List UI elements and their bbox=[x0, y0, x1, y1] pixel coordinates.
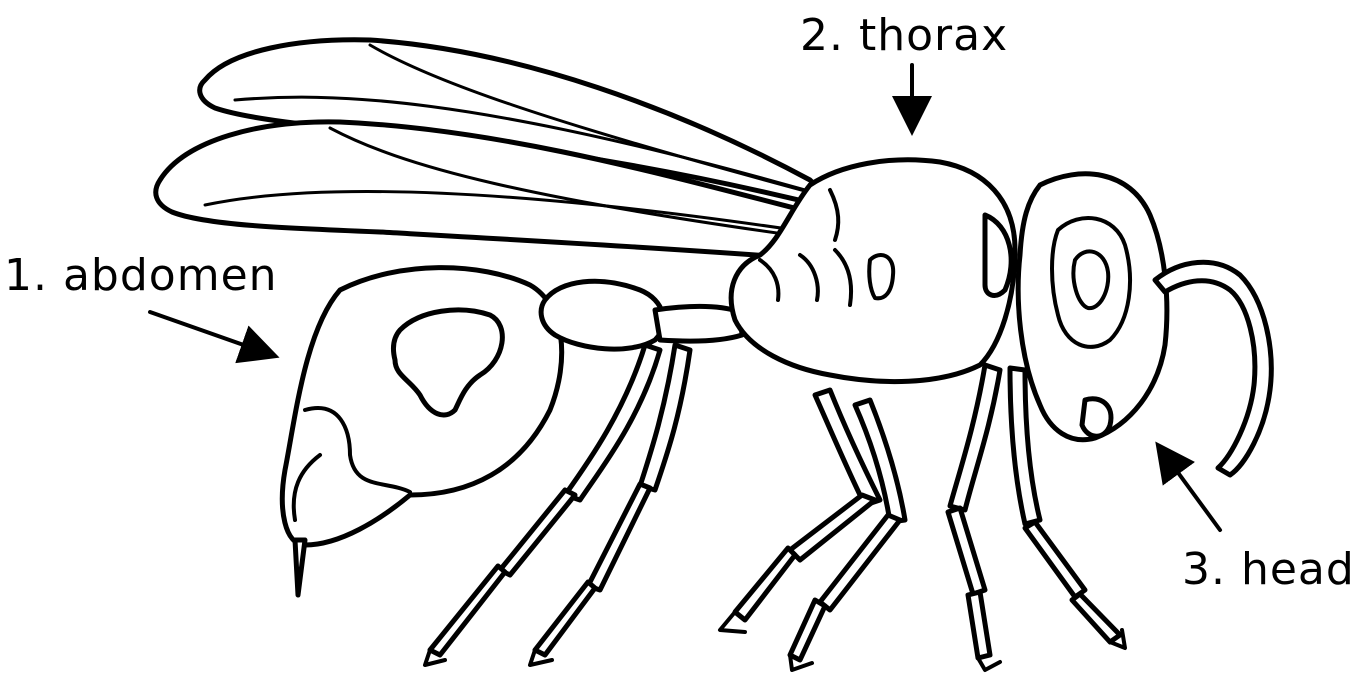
head-segment bbox=[1018, 174, 1271, 475]
abdomen-arrow bbox=[150, 312, 272, 355]
thorax-label: 2. thorax bbox=[800, 14, 1008, 58]
head-label: 3. head bbox=[1182, 548, 1355, 592]
head-arrow bbox=[1160, 448, 1220, 530]
abdomen-label: 1. abdomen bbox=[4, 254, 278, 298]
waist bbox=[541, 281, 663, 349]
antenna bbox=[1155, 262, 1271, 475]
wings bbox=[156, 40, 880, 262]
